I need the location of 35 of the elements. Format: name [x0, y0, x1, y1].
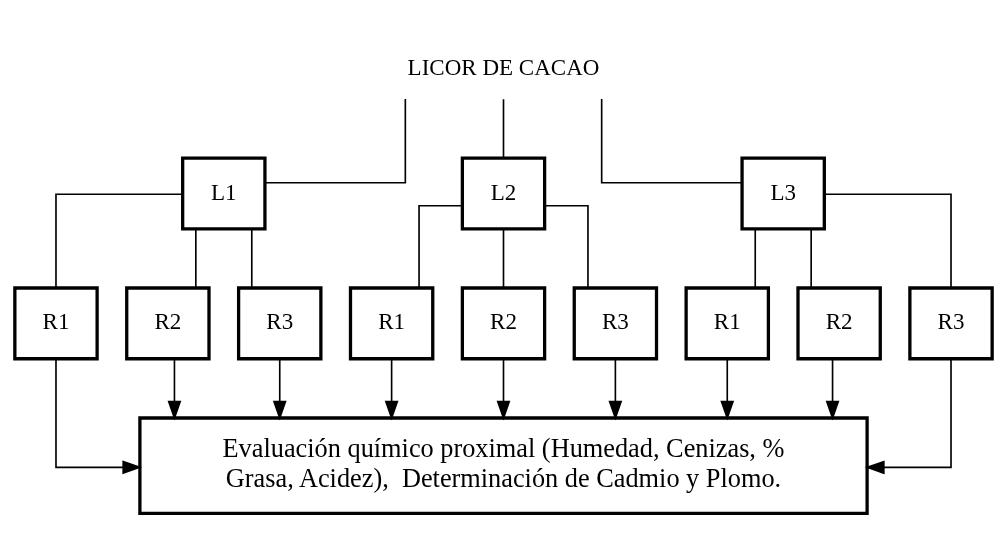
node-box: L1: [181, 155, 267, 230]
node-box: R3: [572, 285, 659, 360]
connector: [600, 97, 743, 184]
connector: [754, 227, 757, 289]
node-box: R3: [236, 285, 323, 360]
node-box: R3: [908, 285, 994, 360]
node-box: Evaluación químico proximal (Humedad, Cenizas, % Grasa, Acidez), Determinación de Cadmio y Plomo.: [138, 415, 869, 515]
node-box: R1: [684, 285, 771, 360]
arrow: [167, 358, 182, 420]
node-box: L3: [740, 155, 826, 230]
node-box: R2: [125, 285, 211, 360]
connector: [823, 192, 952, 288]
arrow: [272, 358, 287, 420]
connector: [195, 227, 197, 289]
arrow: [608, 358, 623, 420]
arrow: [825, 358, 840, 420]
node-text: LICOR DE CACAO: [407, 53, 600, 80]
connector: [502, 227, 505, 289]
connector: [810, 227, 812, 289]
connector: [264, 97, 407, 184]
node-box: R1: [348, 285, 435, 360]
node-box: L2: [460, 155, 547, 230]
connector: [543, 204, 589, 288]
arrow: [864, 357, 952, 474]
node-box: R1: [13, 285, 99, 360]
node-box: R2: [460, 285, 547, 360]
arrow: [720, 358, 735, 420]
connector: [55, 192, 184, 288]
connector: [502, 97, 505, 159]
arrow: [384, 358, 399, 420]
connector: [418, 204, 464, 288]
arrow: [55, 357, 143, 474]
connector: [250, 227, 253, 289]
node-box: R2: [796, 285, 882, 360]
arrow: [496, 358, 511, 420]
